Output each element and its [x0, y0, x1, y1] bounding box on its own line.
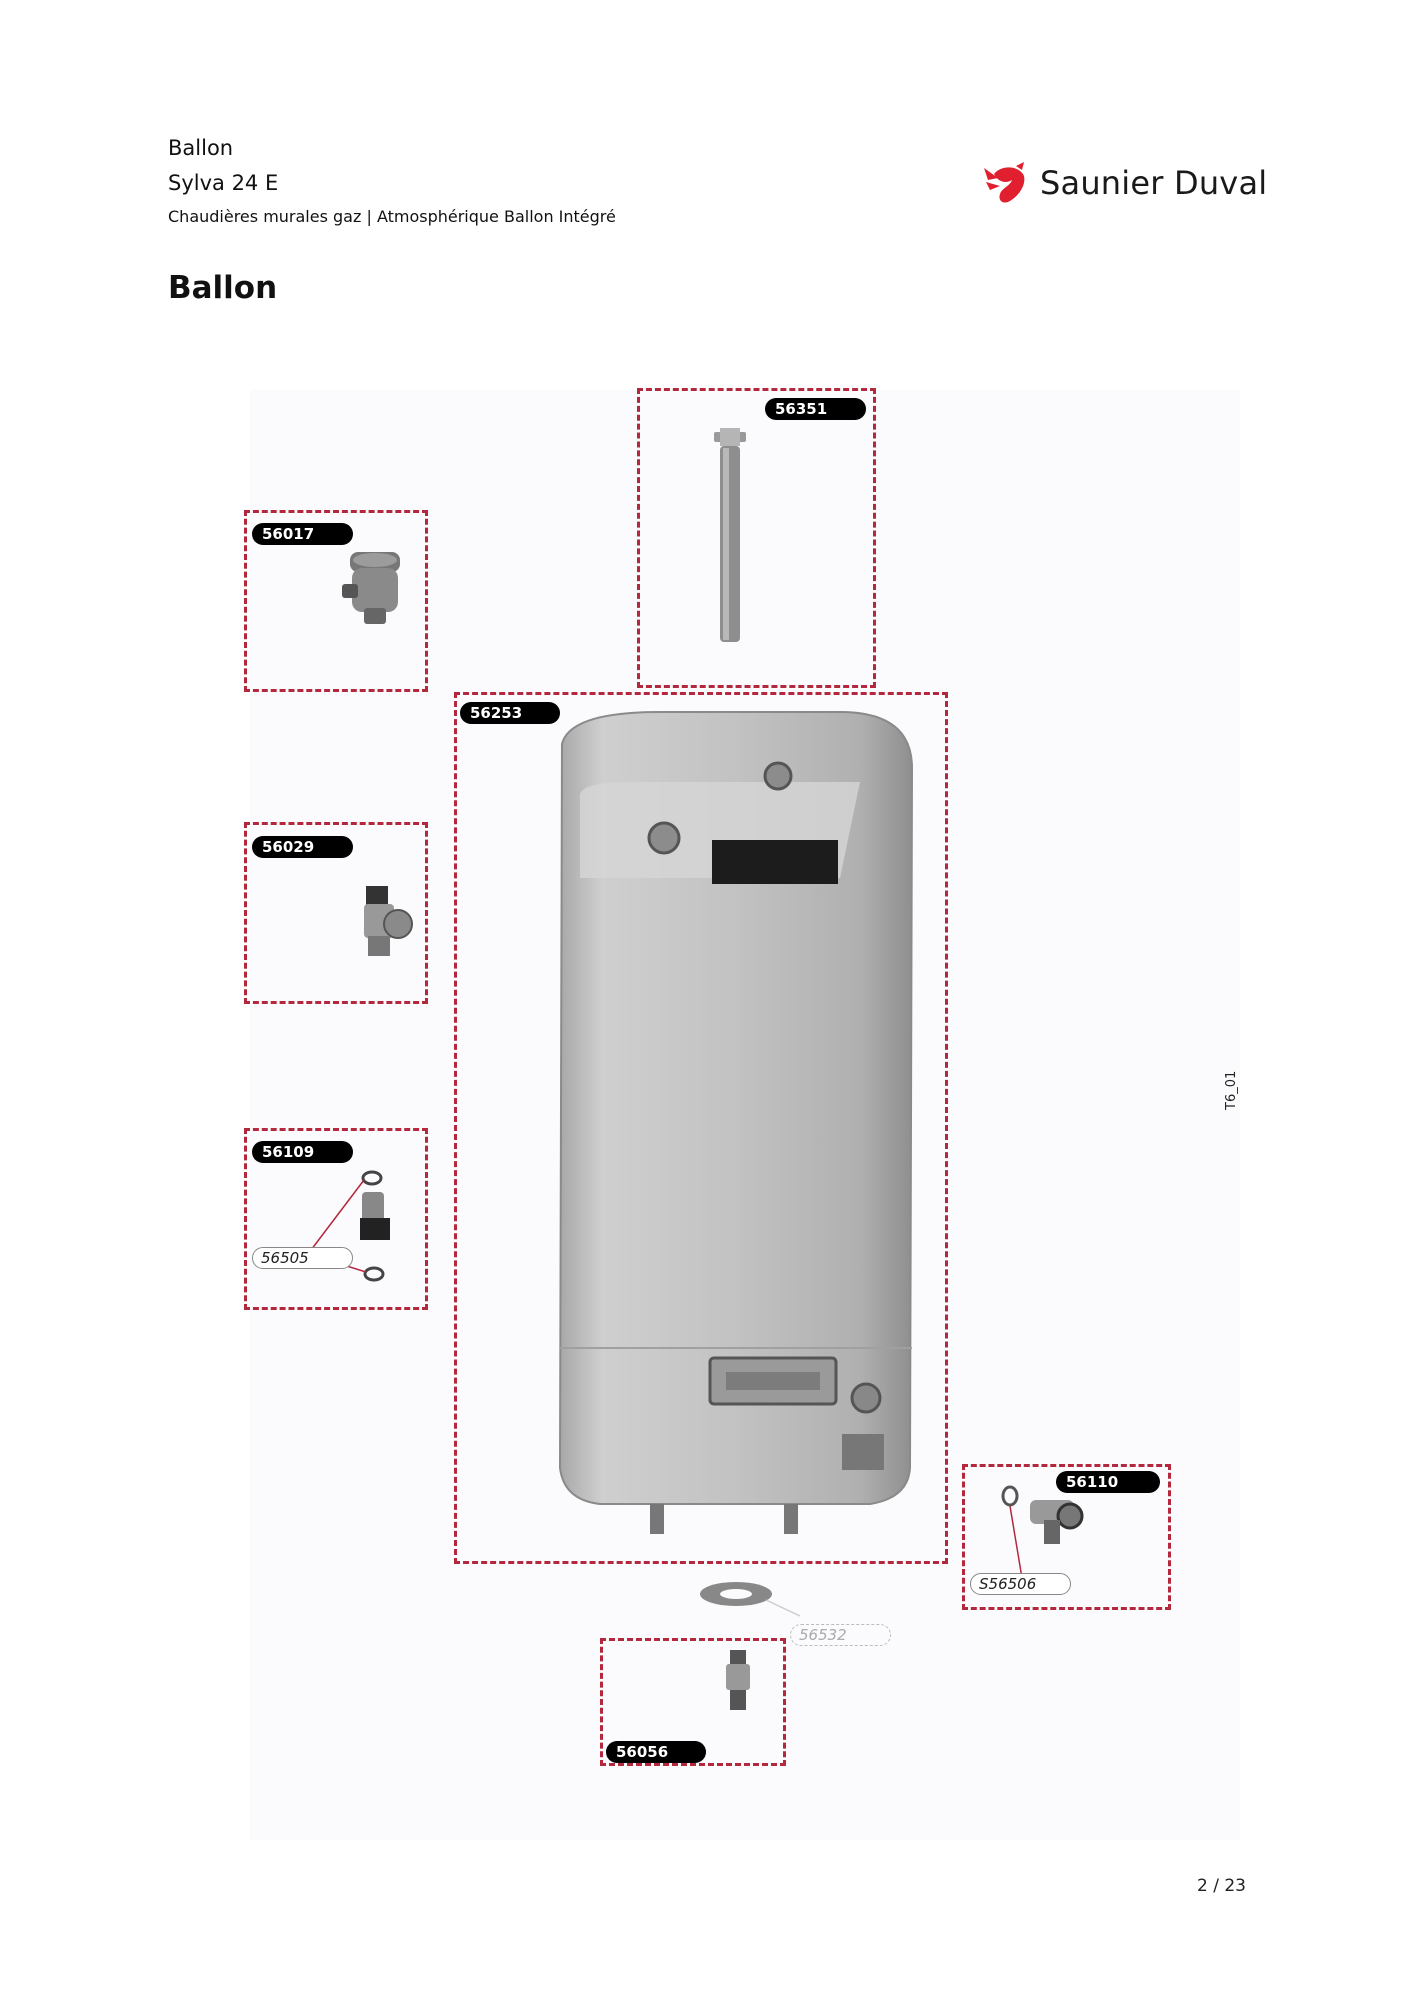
page-number: 2 / 23 [1197, 1876, 1246, 1896]
brand-name: Saunier Duval [1040, 164, 1268, 202]
part-box-56351 [637, 388, 876, 688]
safety-valve-illustration [364, 886, 413, 956]
part-ref-56505[interactable]: 56505 [252, 1247, 353, 1269]
part-box-56110 [962, 1464, 1171, 1610]
air-vent-illustration [342, 552, 400, 624]
hot-water-tank-illustration [558, 711, 914, 1534]
anode-rod-illustration [714, 428, 746, 642]
part-ref-56109[interactable]: 56109 [252, 1141, 353, 1163]
part-box-56253 [454, 692, 948, 1564]
part-ref-56253[interactable]: 56253 [460, 702, 560, 724]
brand-logo: Saunier Duval [980, 158, 1267, 208]
part-ref-56532[interactable]: 56532 [790, 1624, 891, 1646]
part-box-56029 [244, 822, 428, 1004]
sensor-illustration [307, 1170, 390, 1282]
part-ref-56351[interactable]: 56351 [765, 398, 866, 420]
washer-illustration [700, 1582, 801, 1617]
section-title: Ballon [168, 270, 278, 306]
bird-logo-icon [980, 160, 1030, 206]
part-ref-S56506[interactable]: S56506 [970, 1573, 1071, 1595]
fitting-illustration [1001, 1485, 1084, 1579]
part-ref-56110[interactable]: 56110 [1056, 1471, 1160, 1493]
product-model: Sylva 24 E [168, 171, 279, 195]
document-title: Ballon [168, 136, 234, 160]
part-box-56109 [244, 1128, 428, 1310]
part-box-56056 [600, 1638, 786, 1766]
part-box-56017 [244, 510, 428, 692]
part-ref-56056[interactable]: 56056 [606, 1741, 706, 1763]
part-ref-56029[interactable]: 56029 [252, 836, 353, 858]
product-category: Chaudières murales gaz | Atmosphérique B… [168, 207, 616, 226]
figure-code: T6_01 [1224, 1070, 1239, 1110]
drain-plug-illustration [726, 1650, 750, 1710]
part-ref-56017[interactable]: 56017 [252, 523, 353, 545]
